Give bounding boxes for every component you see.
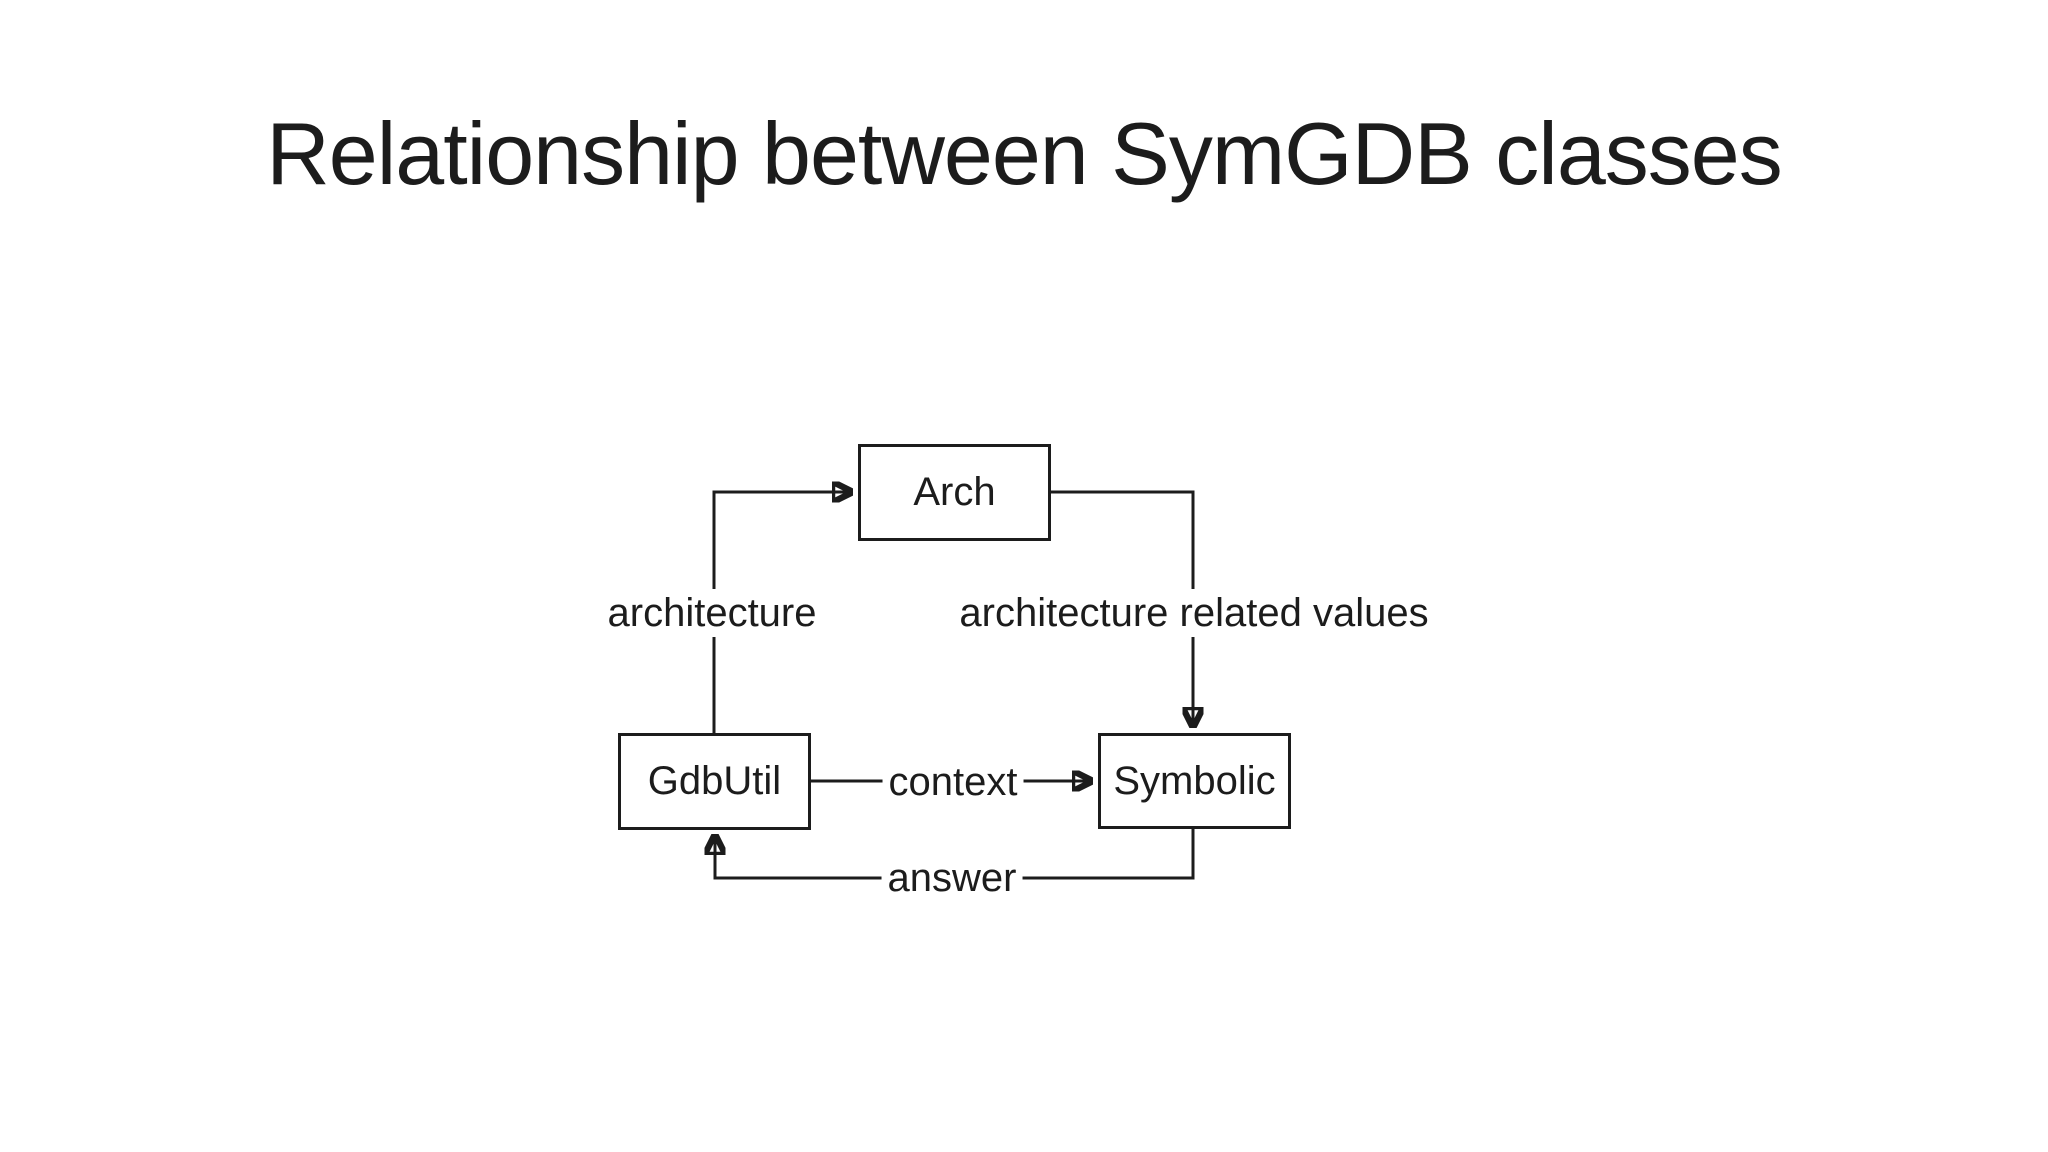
edge-label-context: context — [882, 758, 1024, 806]
node-gdbutil: GdbUtil — [618, 733, 811, 830]
node-gdbutil-label: GdbUtil — [647, 759, 782, 803]
page-title: Relationship between SymGDB classes — [266, 104, 1782, 203]
edge-label-architecture-related-values: architecture related values — [953, 589, 1435, 637]
edge-label-answer: answer — [881, 854, 1023, 902]
node-arch: Arch — [858, 444, 1051, 541]
connector-arch-to-symbolic — [1050, 490, 1193, 726]
node-arch-label: Arch — [913, 470, 996, 514]
node-symbolic-label: Symbolic — [1113, 758, 1276, 803]
connector-gdbutil-to-arch — [712, 492, 851, 733]
node-symbolic: Symbolic — [1098, 733, 1291, 829]
edge-label-architecture: architecture — [601, 589, 823, 637]
